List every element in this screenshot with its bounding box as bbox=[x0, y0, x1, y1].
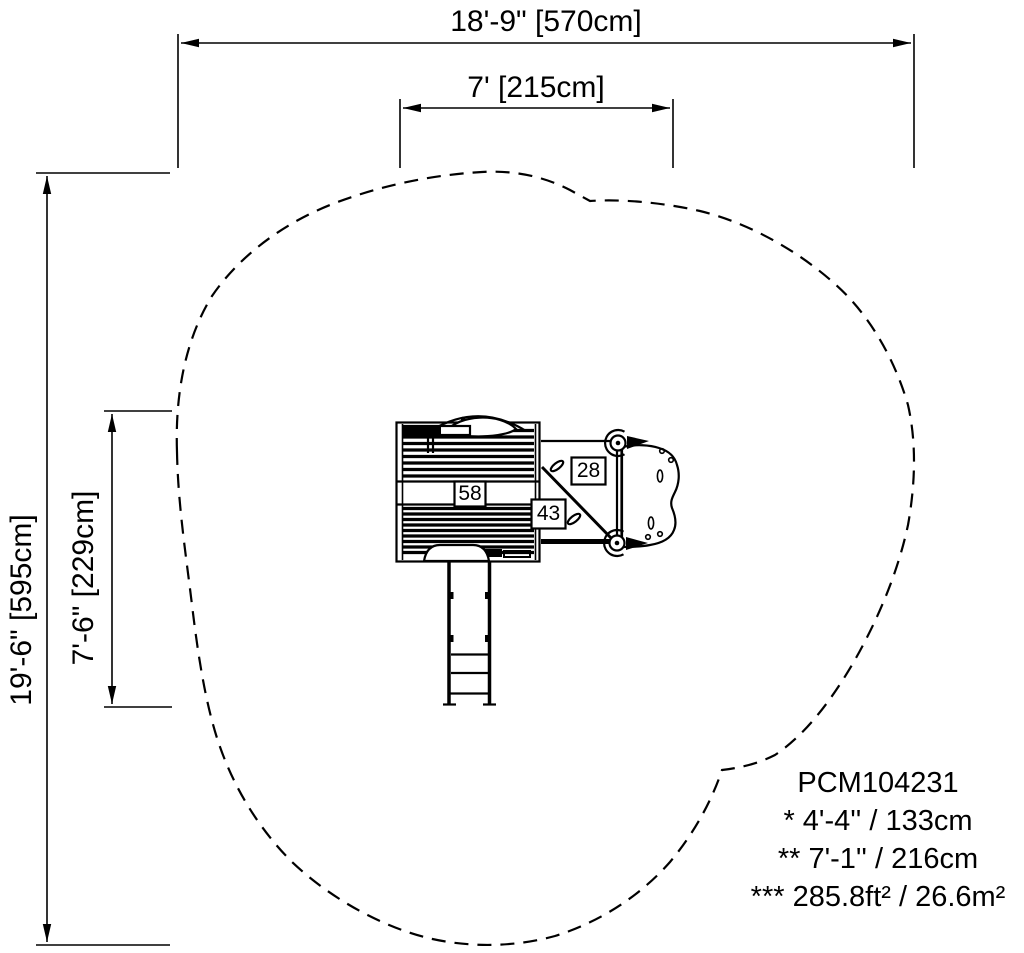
arrowhead-top bbox=[107, 414, 117, 432]
clamp-flag-top bbox=[627, 436, 649, 449]
climbing-panel-assembly bbox=[540, 428, 680, 558]
use-zone-boundary bbox=[175, 170, 916, 946]
dimension-top-deck: 7' [215cm] bbox=[399, 71, 674, 168]
panel-hole bbox=[644, 533, 652, 541]
arrowhead-top bbox=[42, 176, 52, 194]
arrowhead-right bbox=[652, 103, 670, 113]
dimension-left-deck: 7'-6" [229cm] bbox=[67, 410, 172, 708]
callout-box bbox=[530, 498, 567, 530]
slide-entry-notch bbox=[422, 543, 491, 563]
panel-hole bbox=[656, 530, 664, 538]
deck-width-label: 7' [215cm] bbox=[467, 71, 604, 104]
pivot-arc-bottom bbox=[603, 528, 625, 558]
arrowhead-bottom bbox=[107, 686, 117, 704]
callout-box bbox=[570, 456, 607, 486]
rail-lug bbox=[485, 592, 488, 599]
deck-step-plate bbox=[503, 550, 531, 558]
rail-lug bbox=[450, 635, 454, 642]
slide bbox=[422, 543, 496, 706]
panel-slot bbox=[647, 516, 655, 530]
callout-28: 28 bbox=[570, 456, 607, 486]
overall-width-label: 18'-9" [570cm] bbox=[450, 5, 641, 38]
callout-label: 43 bbox=[537, 502, 560, 525]
callout-43: 43 bbox=[530, 498, 567, 530]
deck-slot bbox=[549, 459, 565, 473]
panel-hole bbox=[658, 447, 666, 455]
deck-step-block bbox=[479, 549, 502, 557]
arrowhead-bottom bbox=[42, 924, 52, 942]
dimension-top-overall: 18'-9" [570cm] bbox=[177, 5, 915, 168]
rail-lug bbox=[450, 592, 454, 599]
callout-label: 58 bbox=[458, 482, 481, 505]
play-structure: 58 43 28 bbox=[395, 415, 680, 706]
deck-depth-label: 7'-6" [229cm] bbox=[67, 491, 100, 666]
pivot-arc-top bbox=[604, 428, 626, 458]
callout-label: 28 bbox=[577, 459, 600, 482]
arrowhead-left bbox=[403, 103, 421, 113]
pivot-bottom-pin bbox=[614, 540, 620, 546]
panel-slot bbox=[656, 469, 664, 483]
pivot-top-pin bbox=[615, 440, 621, 446]
arch-outer-rail bbox=[431, 415, 527, 432]
safety-zone-outline bbox=[175, 170, 916, 946]
dimension-left-overall: 19'-6" [595cm] bbox=[5, 172, 170, 946]
diagonal-brace bbox=[540, 465, 614, 541]
arch-bolt bbox=[460, 416, 466, 422]
arrowhead-right bbox=[893, 38, 911, 48]
grab-bar-grip bbox=[404, 426, 441, 435]
clamp-flag-bottom bbox=[626, 537, 648, 550]
note-fall-height: * 4'-4'' / 133cm bbox=[783, 805, 972, 837]
rail-lug bbox=[485, 635, 488, 642]
note-deck-height: ** 7'-1'' / 216cm bbox=[778, 843, 978, 875]
note-use-zone-area: *** 285.8ft² / 26.6m² bbox=[751, 881, 1006, 913]
model-number: PCM104231 bbox=[797, 767, 958, 799]
spec-text-block: PCM104231 * 4'-4'' / 133cm ** 7'-1'' / 2… bbox=[751, 767, 1006, 913]
deck-slot bbox=[566, 512, 582, 526]
climbing-panel bbox=[620, 444, 680, 549]
callout-box bbox=[453, 480, 487, 508]
panel-hole bbox=[667, 456, 675, 464]
arch-climber bbox=[402, 415, 527, 453]
callout-58: 58 bbox=[453, 480, 487, 508]
arrowhead-left bbox=[181, 38, 199, 48]
overall-depth-label: 19'-6" [595cm] bbox=[5, 514, 38, 705]
link-rail-bottom bbox=[541, 539, 611, 544]
